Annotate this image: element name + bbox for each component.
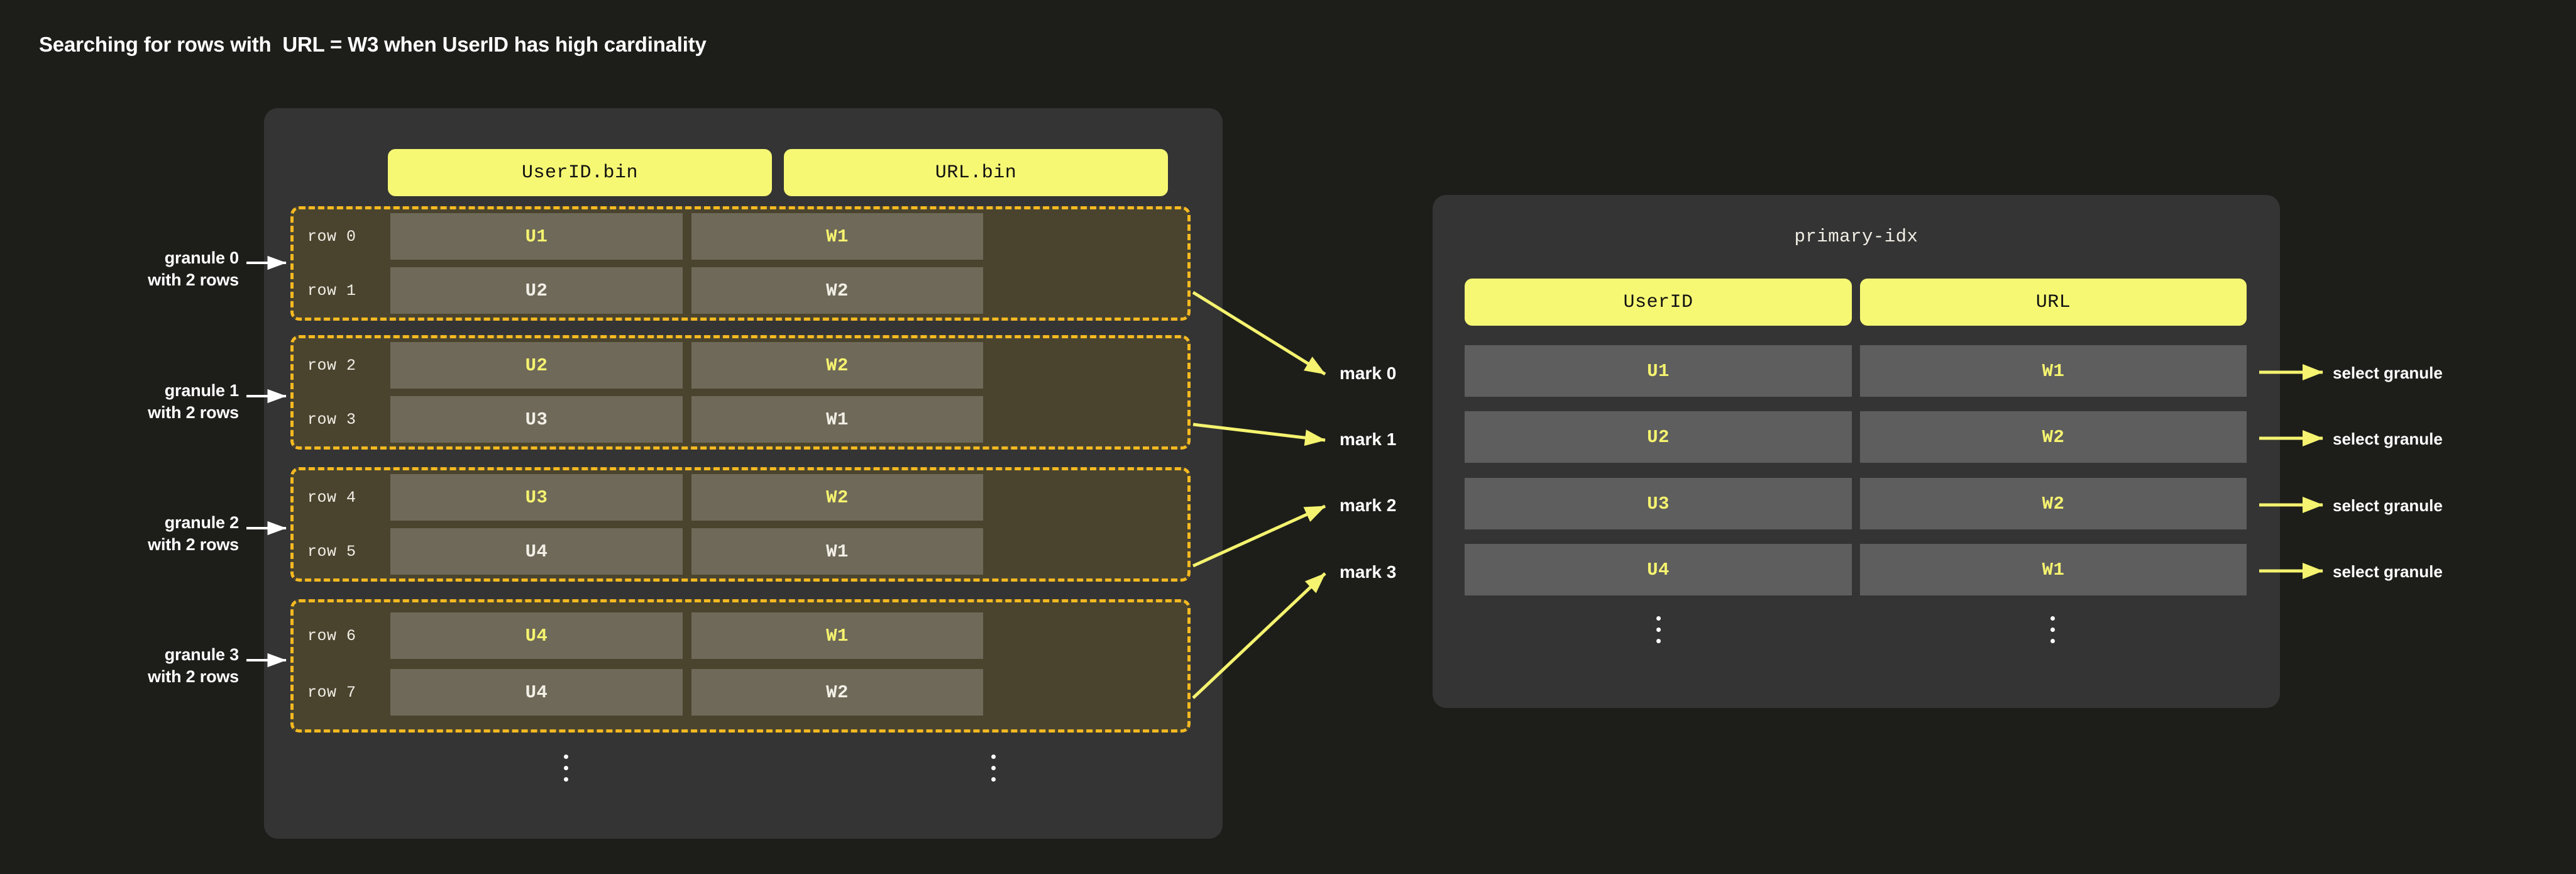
cell-url: W1 <box>691 612 983 659</box>
cell-userid: U4 <box>390 612 683 659</box>
index-column-header-userid: UserID <box>1465 279 1852 326</box>
index-cell-url: W1 <box>1860 345 2247 397</box>
mark-label-3: mark 3 <box>1340 562 1397 582</box>
index-row: U4 W1 <box>0 544 2576 595</box>
granule-block-2[interactable]: row 4 U3 W2 row 5 U4 W1 <box>290 467 1191 582</box>
row-label: row 6 <box>307 626 356 645</box>
cell-userid: U2 <box>390 342 683 389</box>
row-label: row 1 <box>307 281 356 300</box>
table-row: row 0 U1 W1 <box>294 213 1187 260</box>
index-cell-url: W2 <box>1860 478 2247 529</box>
index-row: U1 W1 <box>0 345 2576 397</box>
table-row: row 1 U2 W2 <box>294 267 1187 314</box>
cell-userid: U4 <box>390 669 683 716</box>
table-row: row 5 U4 W1 <box>294 528 1187 575</box>
table-row: row 3 U3 W1 <box>294 396 1187 443</box>
index-cell-userid: U3 <box>1465 478 1852 529</box>
page-title: Searching for rows with URL = W3 when Us… <box>39 33 707 56</box>
ellipsis-icon <box>1646 616 1671 643</box>
mark-label-2: mark 2 <box>1340 495 1397 515</box>
index-cell-url: W2 <box>1860 411 2247 463</box>
cell-url: W1 <box>691 213 983 260</box>
cell-userid: U3 <box>390 396 683 443</box>
cell-url: W2 <box>691 342 983 389</box>
row-label: row 0 <box>307 227 356 246</box>
table-row: row 4 U3 W2 <box>294 474 1187 521</box>
granule-block-1[interactable]: row 2 U2 W2 row 3 U3 W1 <box>290 335 1191 450</box>
row-label: row 4 <box>307 488 356 507</box>
table-row: row 7 U4 W2 <box>294 669 1187 716</box>
index-cell-userid: U1 <box>1465 345 1852 397</box>
cell-url: W1 <box>691 528 983 575</box>
cell-userid: U3 <box>390 474 683 521</box>
cell-url: W2 <box>691 474 983 521</box>
cell-userid: U2 <box>390 267 683 314</box>
granule-block-0[interactable]: row 0 U1 W1 row 1 U2 W2 <box>290 206 1191 321</box>
cell-userid: U1 <box>390 213 683 260</box>
index-cell-userid: U2 <box>1465 411 1852 463</box>
index-cell-userid: U4 <box>1465 544 1852 595</box>
row-label: row 7 <box>307 683 356 702</box>
select-granule-label-1: select granule <box>2333 429 2443 448</box>
ellipsis-icon <box>981 755 1006 782</box>
select-granule-label-3: select granule <box>2333 562 2443 581</box>
granule-block-3[interactable]: row 6 U4 W1 row 7 U4 W2 <box>290 599 1191 733</box>
index-row: U2 W2 <box>0 411 2576 463</box>
cell-url: W1 <box>691 396 983 443</box>
row-label: row 3 <box>307 410 356 429</box>
select-granule-label-2: select granule <box>2333 496 2443 515</box>
table-row: row 6 U4 W1 <box>294 612 1187 659</box>
column-header-userid-bin: UserID.bin <box>388 149 772 196</box>
select-granule-label-0: select granule <box>2333 363 2443 382</box>
index-cell-url: W1 <box>1860 544 2247 595</box>
cell-url: W2 <box>691 267 983 314</box>
mark-label-0: mark 0 <box>1340 363 1397 383</box>
ellipsis-icon <box>553 755 578 782</box>
row-label: row 2 <box>307 356 356 375</box>
index-panel-title: primary-idx <box>1794 226 1918 247</box>
ellipsis-icon <box>2040 616 2065 643</box>
table-row: row 2 U2 W2 <box>294 342 1187 389</box>
mark-label-1: mark 1 <box>1340 429 1397 449</box>
column-header-url-bin: URL.bin <box>784 149 1168 196</box>
cell-url: W2 <box>691 669 983 716</box>
cell-userid: U4 <box>390 528 683 575</box>
index-row: U3 W2 <box>0 478 2576 529</box>
row-label: row 5 <box>307 542 356 561</box>
index-column-header-url: URL <box>1860 279 2247 326</box>
